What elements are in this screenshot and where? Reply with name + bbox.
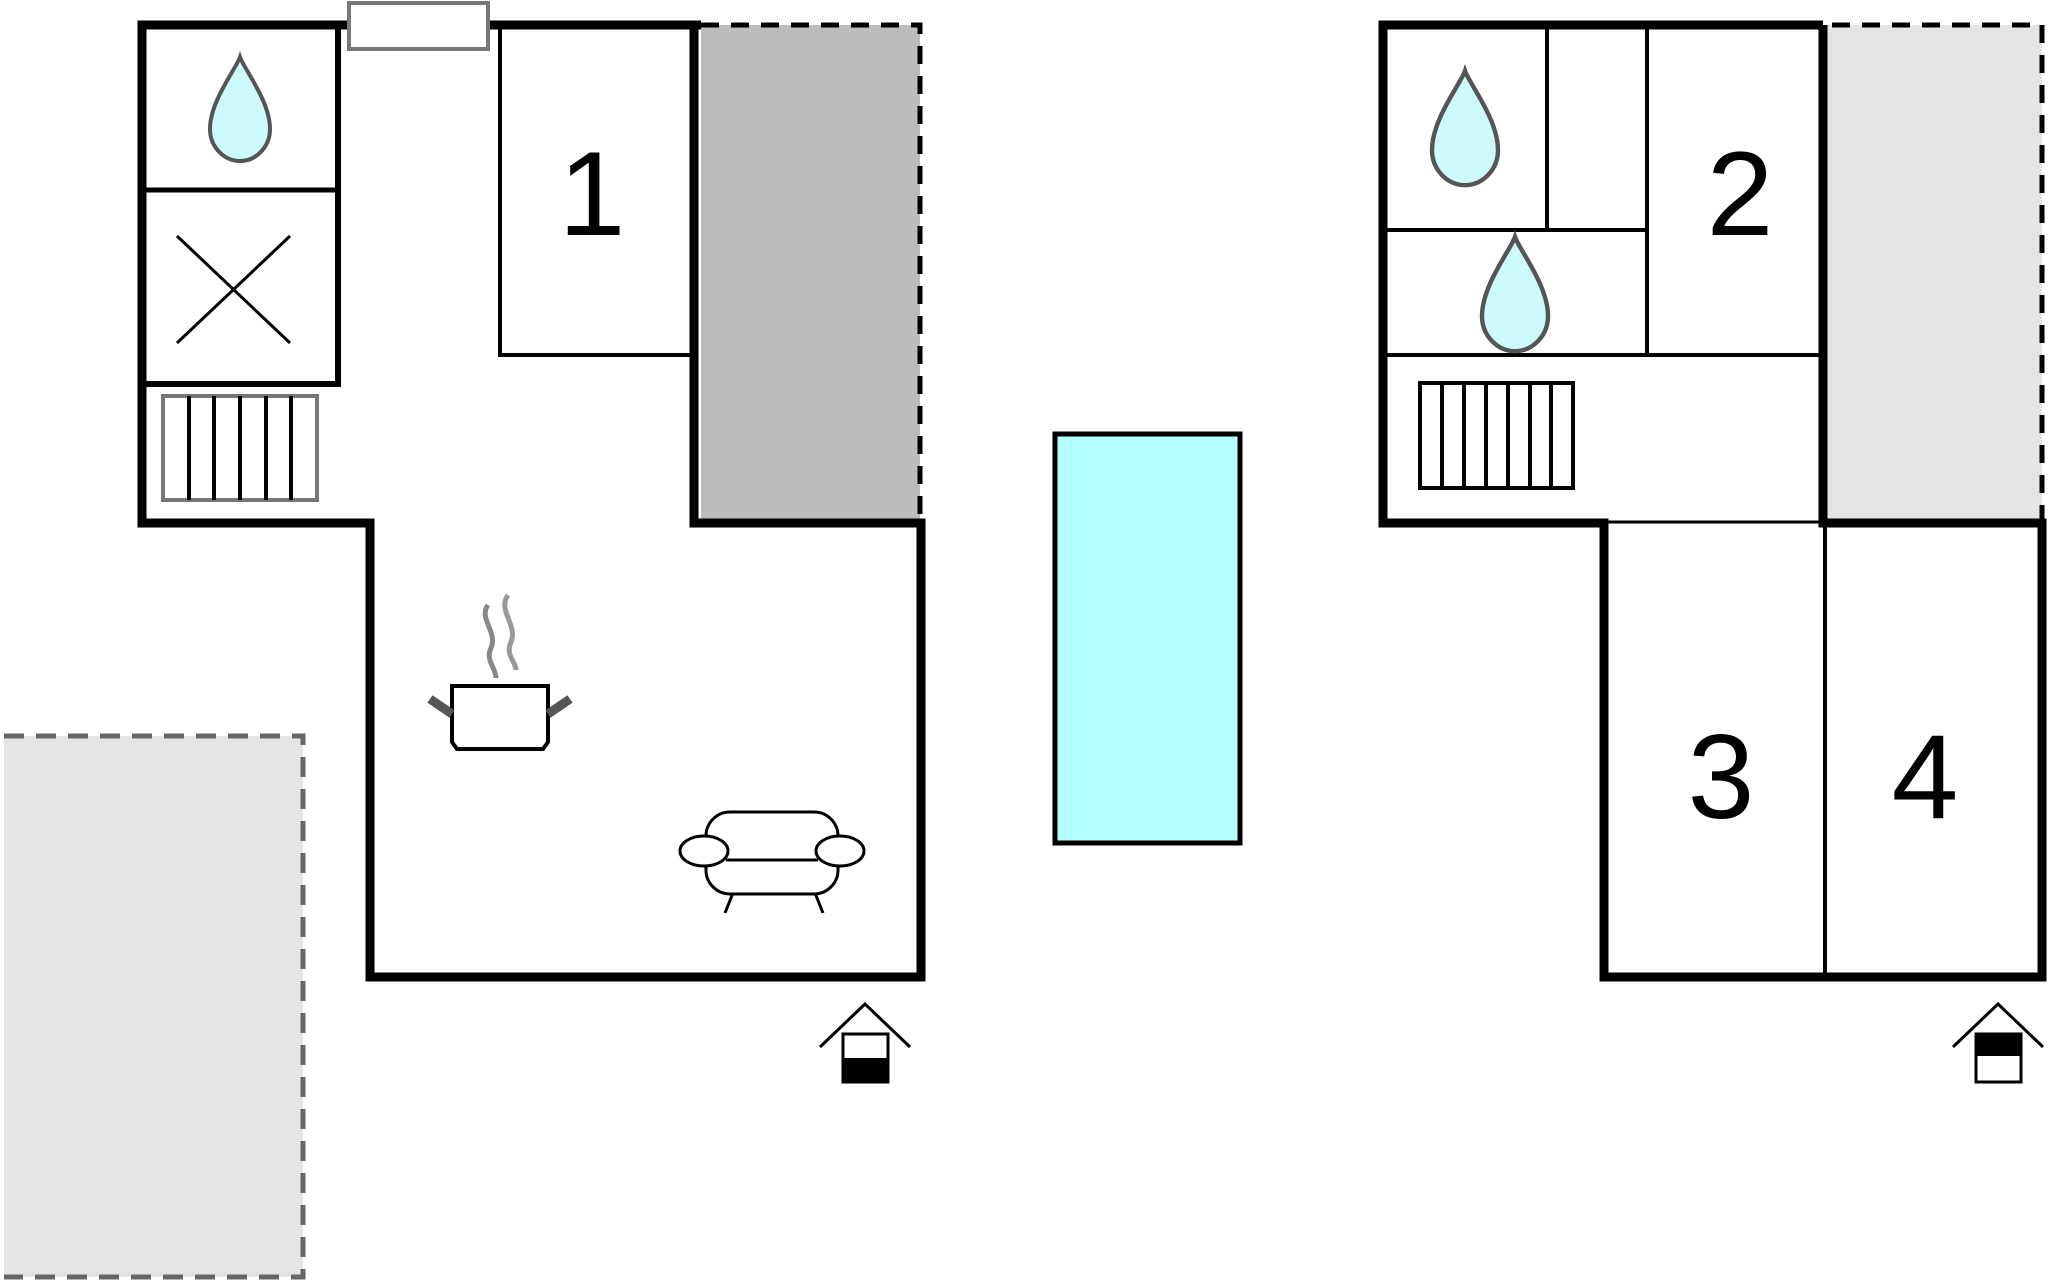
window: [347, 1, 490, 51]
terrace: [1827, 25, 2042, 521]
stairs-icon: [1418, 381, 1575, 490]
floor-indicator-icon: [818, 1001, 912, 1084]
ground-floor-plan: 1: [137, 1, 926, 1084]
garden-area: [4, 733, 306, 1280]
utility-wall: [142, 25, 341, 387]
water-drop-icon: [208, 55, 272, 163]
room-label-4: 4: [1892, 710, 1959, 844]
bedroom-1-wall: [498, 25, 697, 357]
storage-cross-icon: [175, 234, 292, 345]
bathroom-walls: [1383, 25, 1645, 232]
terrace-dashed-edge: [701, 22, 923, 521]
terrace-dashed-edge: [1832, 22, 2045, 521]
swimming-pool: [1052, 431, 1243, 846]
bedroom-2-wall: [1383, 25, 1823, 357]
upper-floor-outer-wall: [1378, 20, 2047, 982]
floor-indicator-icon: [1951, 1001, 2045, 1084]
kitchen-pot-icon: [427, 593, 573, 751]
upper-floor-plan: 2 3 4: [1378, 20, 2047, 1084]
room-label-2: 2: [1707, 127, 1774, 261]
room-label-1: 1: [559, 127, 626, 261]
water-drop-icon: [1482, 237, 1548, 351]
stairs-icon: [161, 394, 319, 502]
room-label-3: 3: [1688, 710, 1755, 844]
covered-terrace: [701, 25, 920, 521]
sofa-icon: [678, 810, 866, 914]
water-drop-icon: [1432, 71, 1498, 185]
